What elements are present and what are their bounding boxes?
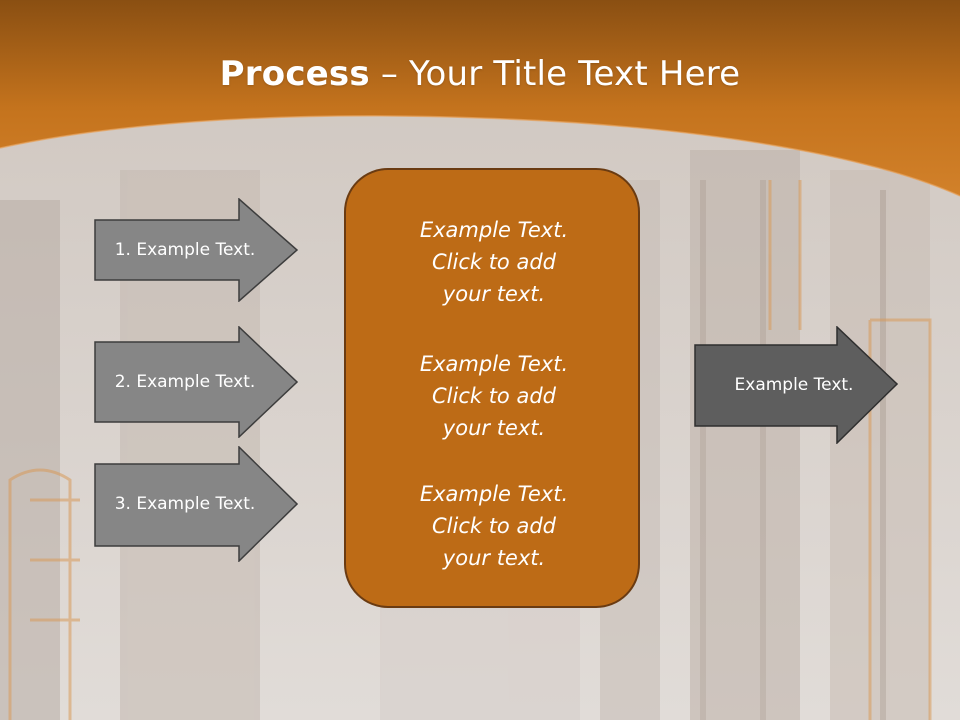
title-bold: Process xyxy=(219,54,370,94)
left-arrow-label: 3. Example Text. xyxy=(114,494,256,514)
left-arrow-label: 2. Example Text. xyxy=(114,372,256,392)
center-text-3[interactable]: Example Text. Click to add your text. xyxy=(419,482,569,570)
left-arrow-3[interactable]: 3. Example Text. xyxy=(94,446,298,562)
left-arrow-1[interactable]: 1. Example Text. xyxy=(94,198,298,302)
right-arrow[interactable]: Example Text. xyxy=(694,326,898,444)
center-text-2[interactable]: Example Text. Click to add your text. xyxy=(419,352,569,440)
arrow-right-icon xyxy=(94,198,298,302)
title-rest: Your Title Text Here xyxy=(409,54,741,94)
title-separator: – xyxy=(369,54,410,94)
left-arrow-label: 1. Example Text. xyxy=(114,240,256,260)
right-arrow-label: Example Text. xyxy=(734,375,854,395)
slide-title[interactable]: Process – Your Title Text Here xyxy=(0,52,960,96)
left-arrow-2[interactable]: 2. Example Text. xyxy=(94,326,298,438)
center-text-box[interactable]: Example Text. Click to add your text. Ex… xyxy=(344,168,640,608)
arrow-right-icon xyxy=(694,326,898,444)
arrow-right-icon xyxy=(94,446,298,562)
center-text-1[interactable]: Example Text. Click to add your text. xyxy=(419,218,569,306)
arrow-right-icon xyxy=(94,326,298,438)
